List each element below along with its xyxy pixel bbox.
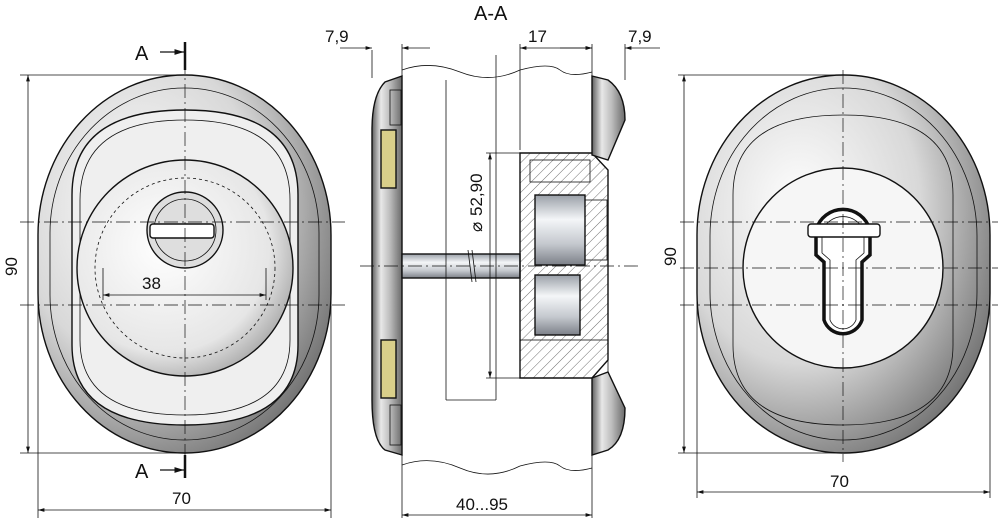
front-rosette-rim <box>49 87 320 441</box>
back-rosette-rim <box>709 87 978 441</box>
back-width-dim: 70 <box>830 472 849 491</box>
section-right-rosette <box>591 75 626 161</box>
front-disc-inner-edge <box>94 177 276 359</box>
section-diameter-symbol: ⌀ <box>467 222 486 232</box>
front-key-slot <box>149 223 215 239</box>
back-inner-recess <box>732 114 954 426</box>
section-cylinder-lower <box>534 274 581 336</box>
section-left-insert-bottom <box>380 339 397 399</box>
section-marker-bottom: A <box>135 461 149 483</box>
front-height-dim: 90 <box>2 257 21 276</box>
front-view: A A 90 70 38 <box>2 42 345 518</box>
back-view: 90 70 <box>661 70 998 498</box>
front-width-dim: 70 <box>172 489 191 508</box>
section-right-rosette-bottom <box>591 371 626 456</box>
front-inner-dim: 38 <box>142 274 161 293</box>
section-marker-top: A <box>135 43 149 65</box>
front-inner-recess-shadow <box>79 119 291 416</box>
section-cylinder-upper <box>534 194 586 266</box>
section-depth-dim: 17 <box>528 27 547 46</box>
back-height-dim: 90 <box>661 247 680 266</box>
back-key-slot <box>807 223 881 238</box>
section-title: A-A <box>474 3 508 25</box>
section-right-thickness-dim: 7,9 <box>628 27 652 46</box>
section-left-insert-top <box>380 129 397 189</box>
section-left-thickness-dim: 7,9 <box>325 27 349 46</box>
section-diameter-dim: 52,90 <box>467 173 486 216</box>
section-view: A-A 7,9 <box>325 3 660 518</box>
section-range-dim: 40...95 <box>456 495 508 514</box>
